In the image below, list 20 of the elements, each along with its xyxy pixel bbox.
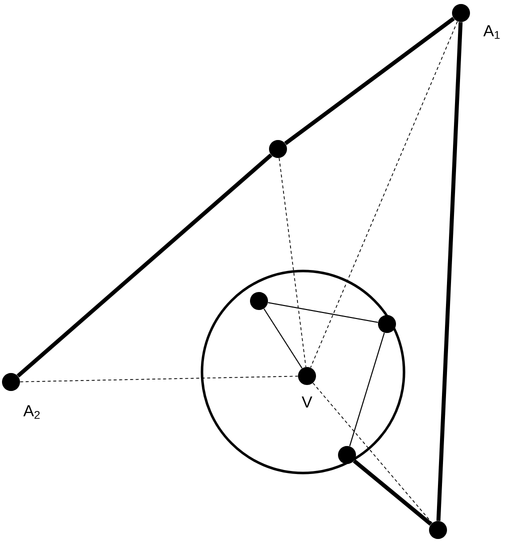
point-dot [429, 521, 447, 539]
point-dot [269, 140, 287, 158]
line [349, 332, 385, 447]
line [268, 302, 378, 323]
dashed-line [278, 158, 306, 368]
dashed-line [20, 376, 298, 382]
dashed-line [310, 21, 458, 368]
dashed-line [312, 382, 432, 524]
point-dot [378, 315, 396, 333]
point-dot [250, 292, 268, 310]
point-label: V [302, 396, 312, 408]
point-dot [338, 446, 356, 464]
line [263, 308, 303, 369]
point-label: A$_{2}$ [23, 405, 40, 419]
point-label: A$_{1}$ [483, 25, 500, 39]
circle [200, 270, 406, 474]
thick-line [352, 459, 432, 526]
thick-line [436, 22, 463, 521]
thick-line [284, 16, 455, 146]
thick-line [16, 154, 272, 378]
